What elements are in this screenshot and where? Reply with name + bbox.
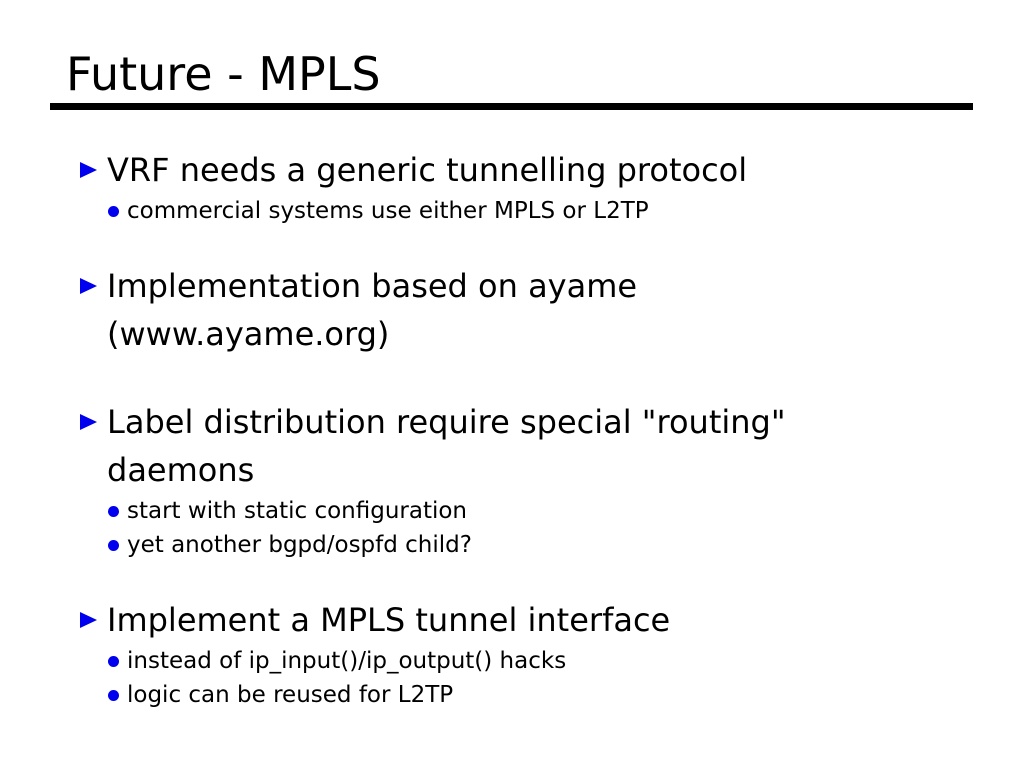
dot-bullet-icon: [108, 506, 119, 517]
dot-bullet-icon: [108, 690, 119, 701]
bullet-item: Implementation based on ayame (www.ayame…: [80, 262, 990, 358]
dot-bullet-icon: [108, 540, 119, 551]
bullet-text: Implementation based on ayame (www.ayame…: [107, 262, 637, 358]
sub-bullet-item: commercial systems use either MPLS or L2…: [108, 194, 990, 228]
bullet-section: Implementation based on ayame (www.ayame…: [80, 262, 990, 358]
sub-bullet-text: logic can be reused for L2TP: [127, 682, 454, 708]
bullet-line: Implement a MPLS tunnel interface: [107, 601, 671, 639]
bullet-text: VRF needs a generic tunnelling protocol: [107, 146, 747, 194]
bullet-section: VRF needs a generic tunnelling protocol …: [80, 146, 990, 228]
slide-title: Future - MPLS: [66, 47, 381, 101]
triangle-bullet-icon: [80, 612, 97, 628]
sub-bullet-item: yet another bgpd/ospfd child?: [108, 528, 990, 562]
bullet-section: Implement a MPLS tunnel interface instea…: [80, 596, 990, 712]
bullet-line: daemons: [107, 451, 255, 489]
sub-bullet-item: logic can be reused for L2TP: [108, 678, 990, 712]
dot-bullet-icon: [108, 206, 119, 217]
sub-bullet-text: yet another bgpd/ospfd child?: [127, 532, 472, 558]
triangle-bullet-icon: [80, 414, 97, 430]
bullet-line: VRF needs a generic tunnelling protocol: [107, 151, 748, 189]
triangle-bullet-icon: [80, 278, 97, 294]
bullet-item: VRF needs a generic tunnelling protocol: [80, 146, 990, 194]
sub-bullet-list: commercial systems use either MPLS or L2…: [80, 194, 990, 228]
sub-bullet-text: start with static configuration: [127, 498, 468, 524]
bullet-text: Implement a MPLS tunnel interface: [107, 596, 670, 644]
triangle-bullet-icon: [80, 162, 97, 178]
sub-bullet-text: commercial systems use either MPLS or L2…: [127, 198, 649, 224]
bullet-item: Implement a MPLS tunnel interface: [80, 596, 990, 644]
title-underline: [50, 103, 973, 110]
dot-bullet-icon: [108, 656, 119, 667]
bullet-item: Label distribution require special "rout…: [80, 398, 990, 494]
bullet-line: (www.ayame.org): [107, 315, 390, 353]
bullet-line: Label distribution require special "rout…: [107, 403, 786, 441]
sub-bullet-item: instead of ip_input()/ip_output() hacks: [108, 644, 990, 678]
sub-bullet-text: instead of ip_input()/ip_output() hacks: [127, 648, 567, 674]
bullet-text: Label distribution require special "rout…: [107, 398, 786, 494]
bullet-line: Implementation based on ayame: [107, 267, 638, 305]
bullet-section: Label distribution require special "rout…: [80, 398, 990, 562]
sub-bullet-list: start with static configuration yet anot…: [80, 494, 990, 562]
sub-bullet-list: instead of ip_input()/ip_output() hacks …: [80, 644, 990, 712]
sub-bullet-item: start with static configuration: [108, 494, 990, 528]
